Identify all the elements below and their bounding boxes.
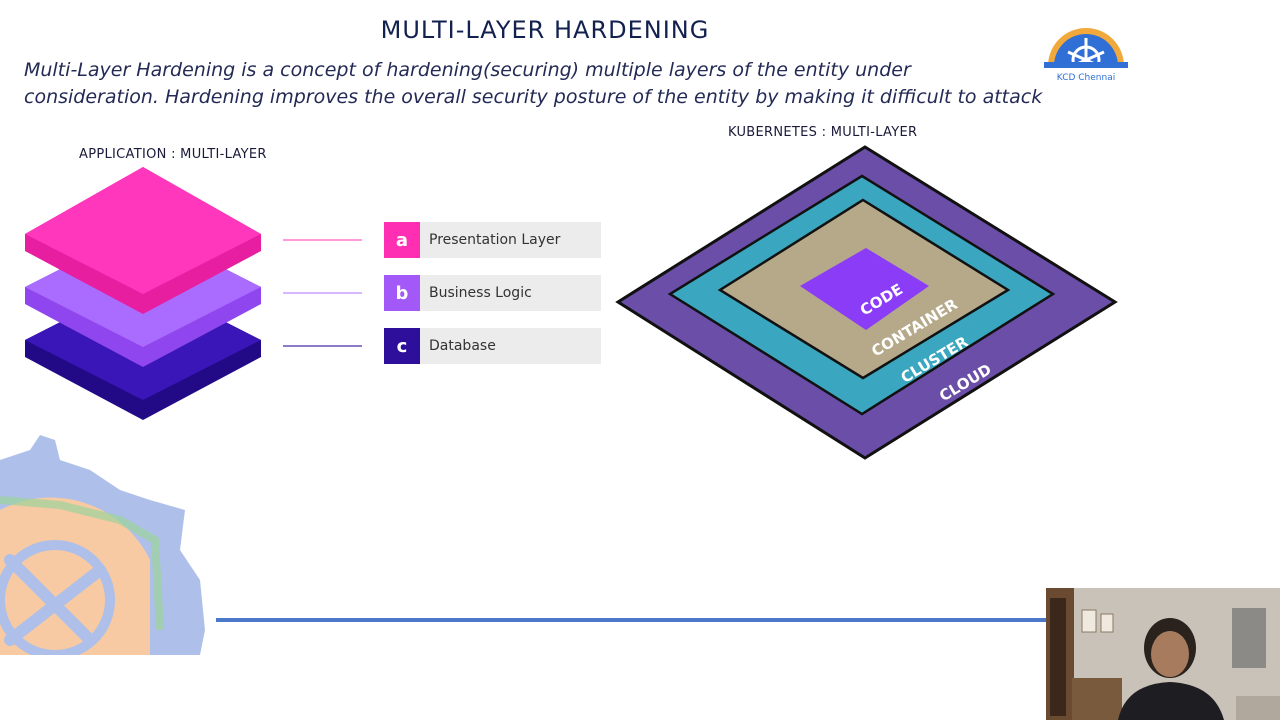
legend-key: a [384,222,420,258]
legend-key: c [384,328,420,364]
layer-connectors [283,239,362,347]
legend-row-database: c Database [384,328,601,364]
kcd-chennai-logo: KCD Chennai [1044,28,1128,83]
legend-label: Presentation Layer [429,232,561,248]
presentation-layer-shape [25,167,261,314]
legend-label: Business Logic [429,285,532,301]
legend-row-business-logic: b Business Logic [384,275,601,311]
presenter-image [1046,588,1280,720]
intro-line-1: Multi-Layer Hardening is a concept of ha… [24,59,911,81]
legend-row-presentation: a Presentation Layer [384,222,601,258]
legend-label: Database [429,338,496,354]
decorative-background-graphic [0,435,205,655]
logo-text: KCD Chennai [1057,73,1115,83]
kubernetes-label: KUBERNETES : MULTI-LAYER [728,125,918,140]
kubernetes-layer-diamond: CODE CONTAINER CLUSTER CLOUD [615,145,1118,460]
code-layer-shape [800,248,929,330]
legend-key: b [384,275,420,311]
horizontal-rule [216,618,1050,622]
application-label: APPLICATION : MULTI-LAYER [79,147,267,162]
intro-line-2: consideration. Hardening improves the ov… [24,86,1043,108]
application-layer-stack [25,167,261,420]
slide-title: MULTI-LAYER HARDENING [380,16,710,44]
intro-text: Multi-Layer Hardening is a concept of ha… [24,57,1084,111]
presenter-webcam-video [1046,588,1280,720]
